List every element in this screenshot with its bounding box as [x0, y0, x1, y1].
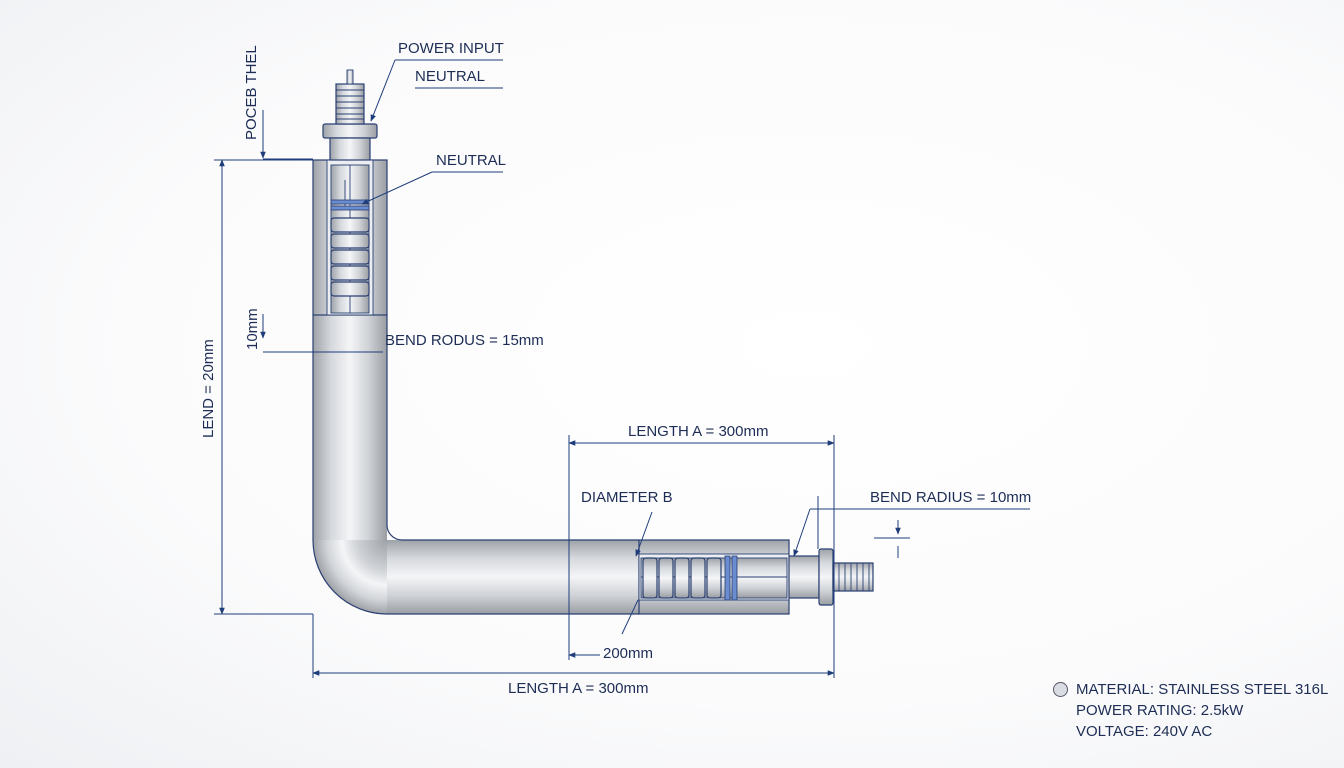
neutral-top-label: NEUTRAL: [415, 68, 485, 85]
spec-voltage: VOLTAGE: 240V AC: [1076, 723, 1213, 740]
dim-10mm-label: 10mm: [244, 308, 261, 350]
neutral-mid-label: NEUTRAL: [436, 152, 506, 169]
length-a-upper-label: LENGTH A = 300mm: [628, 423, 768, 440]
dimension-lines: [214, 59, 1030, 678]
right-terminal: [788, 548, 874, 606]
power-input-label: POWER INPUT: [398, 40, 504, 57]
length-a-lower-label: LENGTH A = 300mm: [508, 680, 648, 697]
spec-material: MATERIAL: STAINLESS STEEL 316L: [1076, 681, 1329, 698]
top-terminal: [322, 69, 378, 161]
spec-bullet-icon: [1053, 682, 1068, 697]
dim-200mm-label: 200mm: [603, 645, 653, 662]
spec-power: POWER RATING: 2.5kW: [1076, 702, 1244, 719]
right-coil: [642, 557, 722, 599]
side-top-label: POCEB THEL: [243, 45, 260, 140]
spec-block: MATERIAL: STAINLESS STEEL 316L POWER RAT…: [1053, 679, 1328, 742]
bend-radius-10-label: BEND RADIUS = 10mm: [870, 489, 1031, 506]
upper-coil: [330, 217, 370, 297]
lend-label: LEND = 20mm: [200, 339, 217, 438]
pipe-body: [312, 314, 639, 615]
diameter-b-label: DIAMETER B: [581, 489, 673, 506]
bend-radius-15-label: BEND RODUS = 15mm: [385, 332, 544, 349]
